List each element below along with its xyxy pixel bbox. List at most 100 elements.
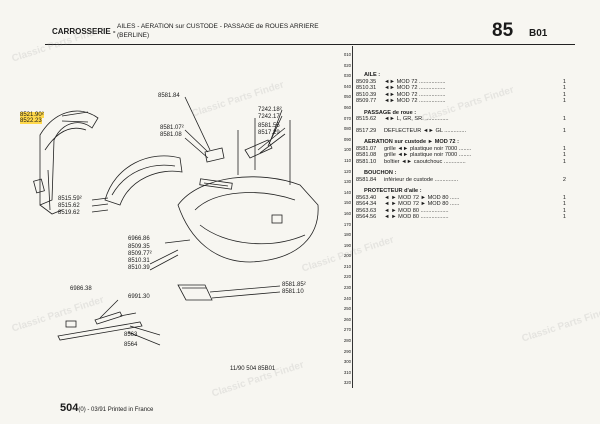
ref-label[interactable]: 8510.31: [128, 258, 150, 264]
part-quantity: 1: [562, 214, 566, 220]
scale-tick: 300: [343, 359, 351, 365]
part-code[interactable]: 8581.07: [356, 145, 377, 152]
ref-label[interactable]: 8515.62: [58, 203, 80, 209]
ref-label[interactable]: 8519.62: [58, 210, 80, 216]
scale-tick: 030: [343, 73, 351, 79]
parts-section-heading: PROTECTEUR d'aile :: [356, 188, 574, 195]
ref-label[interactable]: 8522.23: [20, 118, 42, 124]
part-description: ◄► MOD 72 .................: [384, 78, 446, 85]
scale-tick: 090: [343, 136, 351, 142]
parts-section-label: BOUCHON :: [364, 170, 397, 176]
section-title: CARROSSERIE -: [52, 27, 116, 36]
ref-label[interactable]: 6966.86: [128, 236, 150, 242]
scale-tick: 230: [343, 285, 351, 291]
section-description: AILES - AERATION sur CUSTODE - PASSAGE d…: [117, 23, 319, 39]
parts-row[interactable]: 8515.62 ◄► L, GR, SR. ............... 1: [356, 116, 574, 123]
ref-label[interactable]: 8510.39: [128, 265, 150, 271]
part-description: ◄► MOD 72 .................: [384, 98, 446, 104]
ref-label[interactable]: 7242.18²: [258, 107, 282, 113]
part-code[interactable]: 8509.35: [356, 78, 377, 85]
parts-row[interactable]: 8510.31◄► MOD 72 .................1: [356, 85, 574, 92]
parts-section-heading: AILE :: [356, 72, 574, 79]
scale-tick: 020: [343, 62, 351, 68]
part-code[interactable]: 8563.40: [356, 194, 377, 201]
parts-row[interactable]: 8581.08 grille ◄► plastique noir 7000 ...…: [356, 152, 574, 159]
part-code[interactable]: 8581.84: [356, 176, 377, 183]
header-rule: [45, 44, 575, 45]
scale-tick: 180: [343, 232, 351, 238]
part-description: ◄► MOD 72 .................: [384, 91, 446, 98]
parts-row[interactable]: 8564.56 ◄ ► MOD 80 .................. 1: [356, 214, 574, 221]
part-description: ◄ ► MOD 80 ..................: [384, 214, 449, 220]
scale-tick: 250: [343, 306, 351, 312]
ref-label[interactable]: 6991.30: [128, 294, 150, 300]
scale-tick: 290: [343, 348, 351, 354]
part-code[interactable]: 8510.39: [356, 91, 377, 98]
part-code[interactable]: 8581.10: [356, 158, 377, 165]
ref-label[interactable]: 8521.90²: [20, 112, 44, 118]
ref-label[interactable]: 8563: [124, 332, 138, 338]
column-divider: [352, 46, 353, 388]
scale-tick: 070: [343, 115, 351, 121]
part-quantity: 1: [562, 85, 566, 91]
page-code: B01: [529, 28, 548, 39]
parts-row[interactable]: 8563.63◄ ► MOD 80 ..................1: [356, 208, 574, 215]
parts-section-heading: AERATION sur custode ► MOD 72 :: [356, 139, 574, 146]
scale-tick: 080: [343, 126, 351, 132]
scale-tick: 120: [343, 168, 351, 174]
parts-section-heading: BOUCHON :: [356, 170, 574, 177]
part-code[interactable]: 8510.31: [356, 85, 377, 91]
part-code[interactable]: 8564.56: [356, 214, 377, 220]
scale-tick: 310: [343, 369, 351, 375]
parts-row[interactable]: 8509.77◄► MOD 72 .................1: [356, 98, 574, 105]
part-description: grille ◄► plastique noir 7000 ........: [384, 152, 472, 158]
ref-label[interactable]: 8581.10: [282, 289, 304, 295]
scale-tick: 190: [343, 242, 351, 248]
parts-row[interactable]: 8564.34◄ ► MOD 72 ► MOD 80 ......1: [356, 201, 574, 208]
part-code[interactable]: 8509.77: [356, 98, 377, 104]
scale-tick: 320: [343, 380, 351, 386]
parts-row[interactable]: 8581.84 inférieur de custode ............…: [356, 177, 574, 184]
part-code[interactable]: 8563.63: [356, 207, 377, 214]
parts-row[interactable]: 8581.10 boîtier ◄► caoutchouc ...........…: [356, 159, 574, 166]
ref-label[interactable]: 8581.07²: [160, 125, 184, 131]
scale-tick: 040: [343, 83, 351, 89]
ref-label[interactable]: 8564: [124, 342, 138, 348]
parts-row[interactable]: 8510.39◄► MOD 72 .................1: [356, 92, 574, 99]
part-quantity: 2: [562, 176, 566, 183]
ref-label[interactable]: 8581.55: [258, 123, 280, 129]
ref-label[interactable]: 8581.08: [160, 132, 182, 138]
part-description: ◄► L, GR, SR. ...............: [384, 116, 449, 122]
scale-tick: 160: [343, 210, 351, 216]
part-code[interactable]: 8581.08: [356, 152, 377, 158]
part-quantity: 1: [562, 116, 566, 122]
part-code[interactable]: 8517.29: [356, 127, 377, 134]
parts-row[interactable]: 8563.40◄ ► MOD 72 ► MOD 80 ......1: [356, 195, 574, 202]
parts-section-label: AILE :: [364, 72, 381, 78]
part-quantity: 1: [562, 158, 566, 165]
part-description: ◄ ► MOD 72 ► MOD 80 ......: [384, 201, 460, 207]
ref-label[interactable]: 8509.77²: [128, 251, 152, 257]
scale-tick: 140: [343, 189, 351, 195]
ref-label[interactable]: 8581.85²: [282, 282, 306, 288]
ref-label[interactable]: 8515.59²: [58, 196, 82, 202]
part-code[interactable]: 8515.62: [356, 116, 377, 122]
part-quantity: 1: [562, 207, 566, 214]
parts-section-label: PROTECTEUR d'aile :: [364, 188, 422, 194]
ref-label[interactable]: 7242.17: [258, 114, 280, 120]
ref-label[interactable]: 8517.29: [258, 130, 280, 136]
part-code[interactable]: 8564.34: [356, 201, 377, 207]
scale-tick: 100: [343, 147, 351, 153]
ref-label[interactable]: 8509.35: [128, 244, 150, 250]
parts-section-heading: PASSAGE de roue :: [356, 110, 574, 117]
footer-note: (0) - 03/91 Printed in France: [78, 407, 154, 413]
parts-row[interactable]: 8509.35◄► MOD 72 .................1: [356, 79, 574, 86]
part-quantity: 1: [562, 194, 566, 201]
ref-label[interactable]: 8581.84: [158, 93, 180, 99]
part-description: inférieur de custode ...............: [384, 176, 458, 183]
ref-label[interactable]: 6986.38: [70, 286, 92, 292]
part-description: boîtier ◄► caoutchouc ..............: [384, 158, 466, 165]
